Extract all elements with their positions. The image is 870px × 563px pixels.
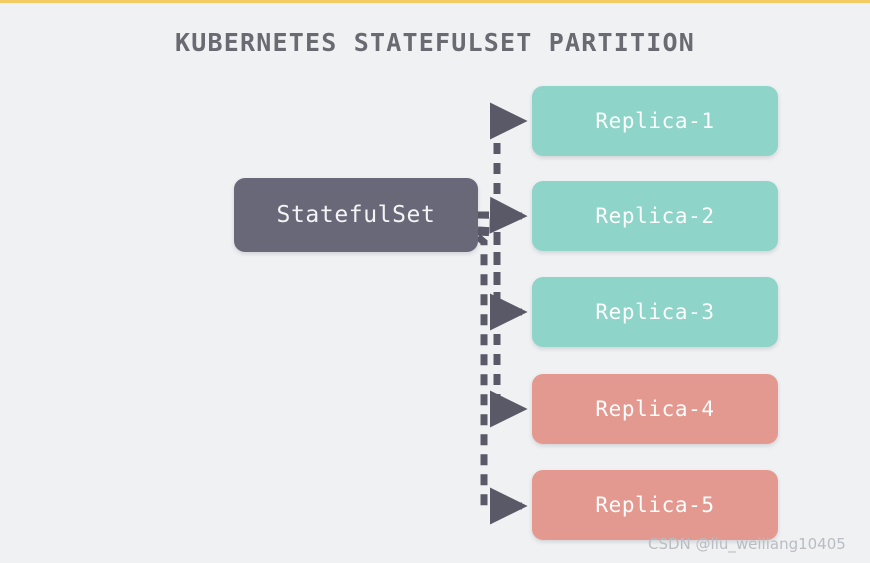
node-statefulset-label: StatefulSet: [276, 202, 436, 228]
node-replica-2-label: Replica-2: [595, 204, 715, 228]
node-replica-1-label: Replica-1: [595, 109, 715, 133]
node-replica-5[interactable]: Replica-5: [532, 470, 778, 540]
node-replica-5-label: Replica-5: [595, 493, 715, 517]
node-statefulset[interactable]: StatefulSet: [234, 178, 478, 252]
connector-statefulset-replica-2: [477, 196, 528, 234]
top-accent-rule: [0, 0, 870, 3]
connector-statefulset-replica-5: [475, 234, 528, 525]
node-replica-1[interactable]: Replica-1: [532, 86, 778, 156]
connector-statefulset-replica-1: [478, 102, 528, 219]
node-replica-2[interactable]: Replica-2: [532, 181, 778, 251]
node-replica-3-label: Replica-3: [595, 300, 715, 324]
connector-statefulset-replica-4: [477, 228, 528, 428]
node-replica-3[interactable]: Replica-3: [532, 277, 778, 347]
page-title: KUBERNETES STATEFULSET PARTITION: [174, 28, 696, 57]
node-replica-4-label: Replica-4: [595, 397, 715, 421]
node-replica-4[interactable]: Replica-4: [532, 374, 778, 444]
